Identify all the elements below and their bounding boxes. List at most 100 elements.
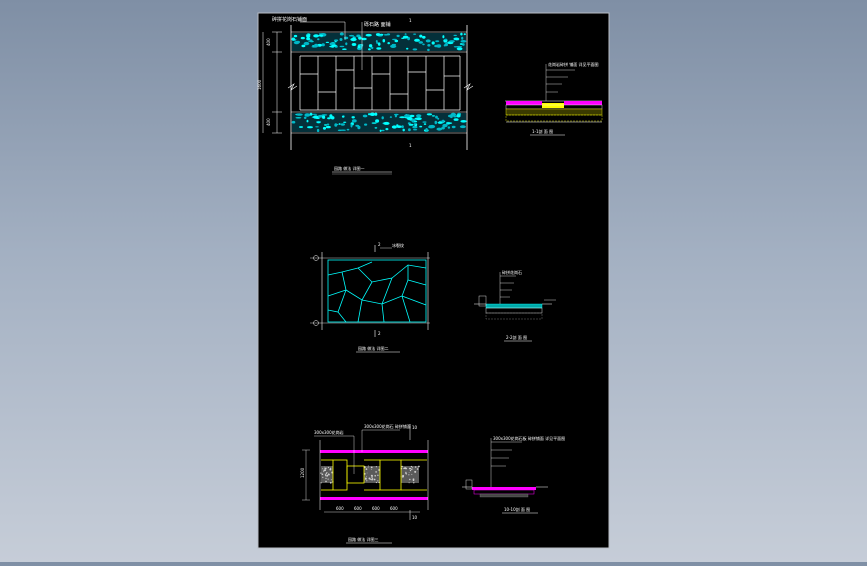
pebble-hatch (453, 34, 458, 37)
pebble-hatch (406, 117, 413, 121)
pebble-hatch (426, 113, 433, 116)
granite-grain (375, 481, 377, 484)
pebble-hatch (394, 114, 397, 118)
pebble-hatch (406, 47, 409, 50)
granite-grain (410, 465, 413, 468)
granite-grain (322, 476, 324, 478)
granite-grain (401, 465, 403, 468)
pebble-hatch (368, 113, 371, 116)
pebble-hatch (436, 127, 443, 131)
plan2-mark-bottom: 2 (378, 331, 381, 336)
pebble-hatch (437, 117, 440, 120)
pebble-hatch (453, 37, 460, 41)
pebble-hatch (425, 39, 431, 43)
pebble-hatch (329, 114, 333, 118)
pebble-hatch (296, 113, 303, 116)
granite-grain (329, 481, 332, 484)
pebble-hatch (318, 34, 324, 37)
pebble-hatch (396, 124, 399, 127)
pebble-hatch (379, 33, 384, 36)
granite-grain (323, 471, 325, 473)
pebble-hatch (337, 129, 342, 132)
plan1-title: 园路 做法 详图一 (334, 165, 365, 171)
pebble-hatch (368, 44, 373, 48)
pebble-hatch (447, 126, 451, 129)
pebble-hatch (313, 115, 319, 119)
pebble-hatch (412, 125, 418, 129)
pebble-hatch (300, 36, 305, 40)
pebble-hatch (453, 115, 457, 118)
granite-grain (412, 479, 415, 482)
granite-grain (367, 467, 369, 469)
pebble-hatch (440, 120, 444, 122)
plan3-dim-1: 600 (336, 506, 344, 511)
pebble-hatch (408, 123, 414, 126)
pebble-hatch (321, 114, 328, 116)
granite-grain (327, 478, 329, 480)
section2-title: 2-2剖 面 图 (506, 334, 527, 340)
granite-grain (375, 471, 377, 473)
pebble-hatch (383, 121, 390, 125)
granite-grain (404, 467, 407, 470)
plan3-dim-4: 600 (390, 506, 398, 511)
pebble-hatch (351, 119, 357, 123)
pebble-hatch (414, 117, 421, 120)
granite-grain (366, 472, 368, 474)
pebble-hatch (325, 125, 331, 129)
pebble-hatch (387, 42, 391, 45)
plan3-mark-bottom: 10 (412, 515, 418, 520)
plan2-label: 冰裂纹 (392, 242, 404, 248)
pebble-hatch (402, 35, 409, 39)
pebble-hatch (434, 44, 440, 48)
granite-grain (409, 467, 411, 470)
pebble-hatch (427, 48, 430, 52)
pebble-hatch (431, 115, 436, 117)
granite-grain (373, 478, 376, 481)
pebble-hatch (306, 37, 311, 41)
pebble-hatch (339, 38, 343, 41)
pebble-hatch (375, 119, 380, 123)
pebble-hatch (338, 123, 341, 125)
pebble-hatch (339, 32, 344, 36)
pebble-hatch (456, 47, 463, 51)
granite-grain (321, 473, 324, 476)
pebble-hatch (342, 48, 347, 50)
pebble-hatch (444, 43, 449, 47)
section2-note: 碎拼花岗石 (502, 269, 522, 275)
pebble-hatch (379, 129, 382, 132)
granite-grain (370, 466, 373, 469)
pebble-hatch (413, 33, 417, 35)
pebble-hatch (438, 122, 443, 124)
drawing-sheet (257, 12, 610, 549)
granite-grain (411, 468, 413, 470)
granite-grain (326, 475, 328, 477)
pebble-hatch (444, 38, 448, 41)
pebble-hatch (296, 40, 300, 44)
pebble-hatch (334, 41, 337, 43)
granite-grain (324, 474, 327, 476)
pebble-hatch (446, 122, 453, 124)
granite-grain (372, 476, 373, 477)
plan-detail-2 (310, 245, 430, 353)
pebble-hatch (371, 46, 374, 50)
pebble-hatch (303, 116, 307, 120)
granite-grain (327, 466, 329, 469)
granite-grain (375, 466, 377, 468)
pebble-hatch (369, 112, 376, 117)
pebble-hatch (340, 129, 346, 131)
pebble-hatch (399, 116, 406, 119)
plan1-label-left: 碎拼花岗石铺面 (272, 16, 307, 23)
pebble-hatch (316, 121, 321, 124)
section1-title: 1-1剖 面 图 (532, 128, 553, 134)
section-detail-3 (462, 438, 548, 514)
pebble-hatch (396, 34, 400, 38)
pebble-hatch (381, 129, 385, 132)
granite-grain (366, 480, 368, 482)
pebble-hatch (331, 44, 337, 47)
pebble-hatch (375, 40, 378, 43)
plan3-title: 园路 做法 详图三 (348, 536, 379, 542)
pebble-hatch (376, 47, 382, 50)
pebble-hatch (339, 45, 345, 48)
granite-grain (366, 475, 367, 477)
